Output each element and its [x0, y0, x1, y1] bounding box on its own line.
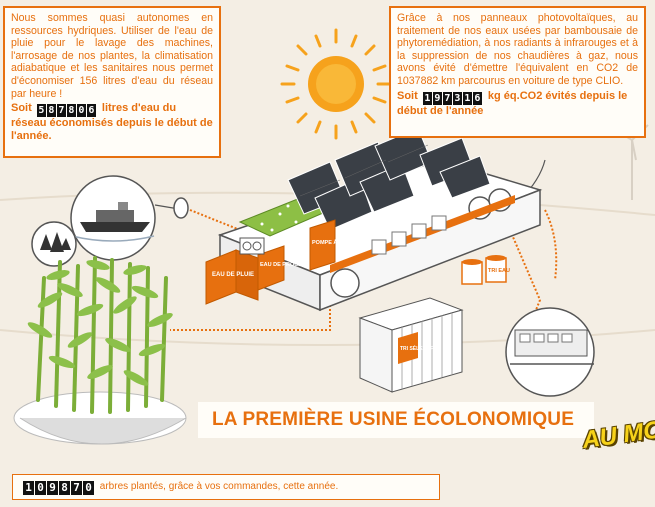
counter-digit: 6 [86, 104, 96, 118]
tri-eau-label: TRI EAU [488, 268, 510, 274]
counter-digit: 0 [76, 104, 86, 118]
container-icon: TRI SÉLECTIF [358, 297, 464, 393]
counter-digit: 9 [432, 91, 442, 105]
counter-digit: 0 [83, 481, 94, 495]
co2-counter-prefix: Soit [397, 89, 418, 102]
counter-digit: 8 [46, 104, 56, 118]
water-barrels: TRI EAU [461, 255, 510, 285]
ship-icon [70, 175, 156, 261]
water-tanks: EAU DE PLUIE EAU DE PROCESS POMPE À VIDE [205, 219, 352, 305]
water-savings-box: Nous sommes quasi autonomes en ressource… [3, 6, 221, 158]
sun-icon [280, 28, 392, 140]
counter-digit: 8 [66, 104, 76, 118]
counter-digit: 7 [442, 91, 452, 105]
water-counter-prefix: Soit [11, 102, 32, 115]
counter-digit: 7 [71, 481, 82, 495]
counter-digit: 6 [472, 91, 482, 105]
co2-savings-box: Grâce à nos panneaux photovoltaïques, au… [389, 6, 646, 138]
trees-icon [31, 221, 77, 267]
train-icon [505, 307, 595, 397]
counter-digit: 8 [59, 481, 70, 495]
bamboo-icon [13, 256, 187, 445]
eau-process-label: EAU DE PROCESS [260, 262, 310, 268]
trees-counter-text: arbres plantés, grâce à vos commandes, c… [99, 481, 339, 492]
counter-digit: 7 [56, 104, 66, 118]
counter-digit: 1 [23, 481, 34, 495]
counter-digit: 1 [422, 91, 432, 105]
eau-pluie-label: EAU DE PLUIE [212, 272, 254, 278]
counter-digit: 0 [35, 481, 46, 495]
counter-digit: 3 [452, 91, 462, 105]
tri-selectif-label: TRI SÉLECTIF [400, 344, 434, 352]
co2-counter-suffix: kg éq.CO2 évités depuis le début de l'an… [397, 89, 628, 117]
solar-panel-icon [287, 127, 491, 231]
counter-digit: 9 [47, 481, 58, 495]
page-title: LA PREMIÈRE USINE ÉCOLONOMIQUE [198, 402, 594, 438]
water-counter-suffix: litres d'eau du réseau économisés depuis… [11, 102, 213, 143]
co2-savings-text: Grâce à nos panneaux photovoltaïques, au… [397, 12, 638, 87]
water-savings-text: Nous sommes quasi autonomes en ressource… [11, 12, 213, 100]
pompe-label: POMPE À VIDE [312, 239, 352, 246]
counter-digit: 5 [36, 104, 46, 118]
counter-digit: 1 [462, 91, 472, 105]
